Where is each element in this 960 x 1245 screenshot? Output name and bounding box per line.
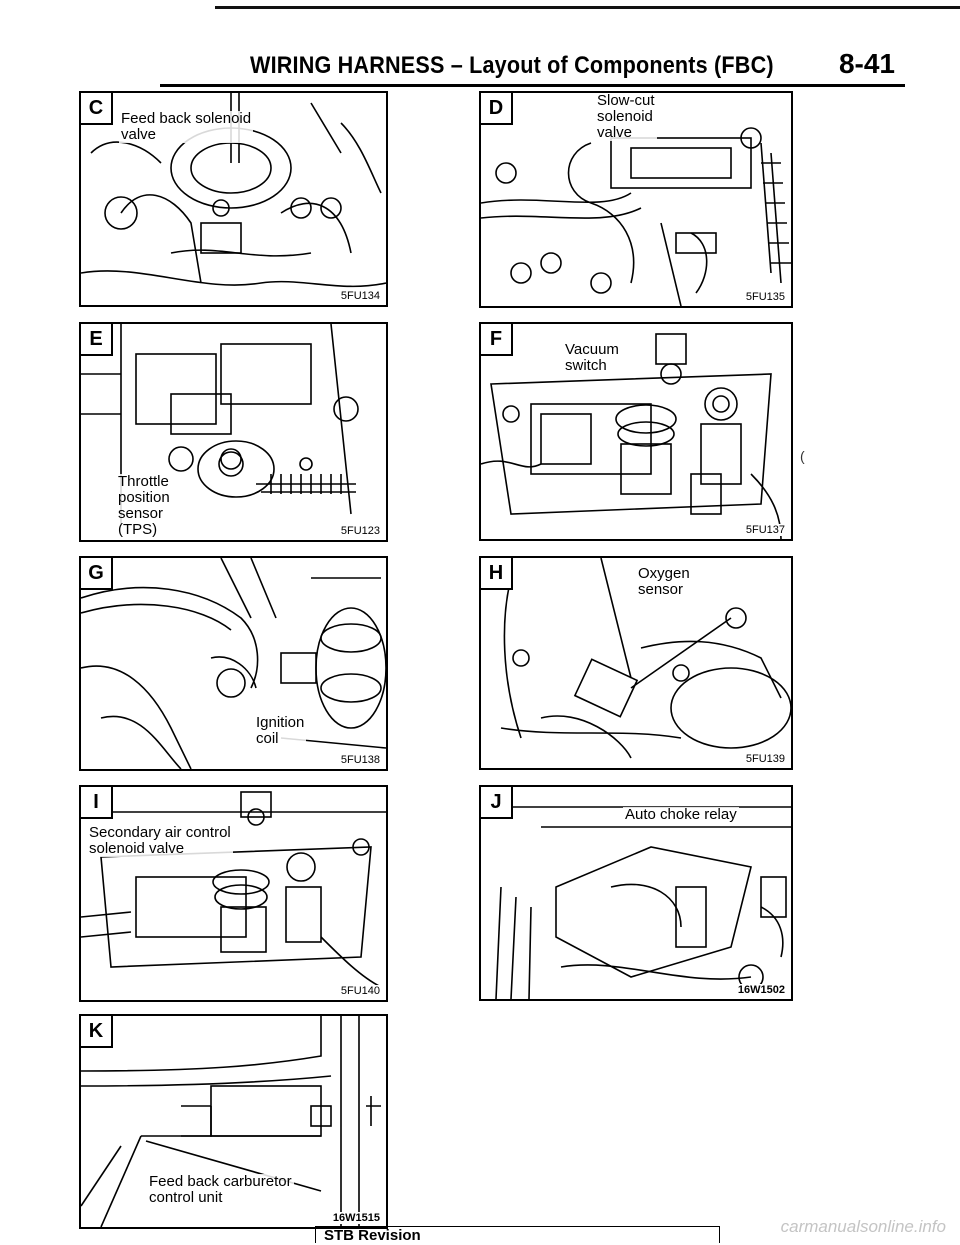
figure-code: 16W1502 <box>735 984 787 996</box>
page-header: WIRING HARNESS – Layout of Components (F… <box>160 48 905 87</box>
page-number: 8-41 <box>838 48 895 79</box>
figure-panel-e: E Throttle position sensor (TPS) 5FU123 <box>79 322 388 542</box>
footer-revision: STB Revision <box>315 1226 720 1244</box>
component-label: Vacuum switch <box>563 341 621 374</box>
page-title: WIRING HARNESS – Layout of Components (F… <box>250 52 774 79</box>
panel-letter: G <box>81 558 113 590</box>
figure-panel-k: K Feed back carburetor control unit 16W1… <box>79 1014 388 1229</box>
top-rule <box>215 6 960 9</box>
figure-code: 16W1515 <box>330 1212 382 1224</box>
panel-letter: J <box>481 787 513 819</box>
figure-code: 5FU134 <box>338 290 382 302</box>
component-label: Ignition coil <box>254 714 307 747</box>
figure-panel-j: J Auto choke relay 16W1502 <box>479 785 793 1001</box>
figure-code: 5FU138 <box>338 754 382 766</box>
component-label: Feed back solenoid valve <box>119 110 254 143</box>
figure-code: 5FU139 <box>743 753 787 765</box>
component-label: Auto choke relay <box>623 806 739 823</box>
figure-panel-h: H Oxygen sensor 5FU139 <box>479 556 793 770</box>
panel-letter: F <box>481 324 513 356</box>
secondary-air-valve-illustration <box>81 791 386 988</box>
component-label: Throttle position sensor (TPS) <box>116 473 172 538</box>
component-label: Secondary air control solenoid valve <box>87 824 233 857</box>
panel-letter: D <box>481 93 513 125</box>
panel-letter: C <box>81 93 113 125</box>
figure-panel-g: G Ignition coil 5FU138 <box>79 556 388 771</box>
figure-code: 5FU140 <box>338 985 382 997</box>
oxygen-sensor-illustration <box>500 558 791 759</box>
component-label: Slow-cut solenoid valve <box>595 92 657 141</box>
figure-panel-f: F Vacuum switch 5FU137 <box>479 322 793 541</box>
control-unit-illustration <box>81 1016 381 1227</box>
margin-mark: ( <box>800 448 805 464</box>
component-label: Oxygen sensor <box>636 565 692 598</box>
figure-code: 5FU123 <box>338 525 382 537</box>
panel-letter: H <box>481 558 513 590</box>
figure-panel-c: C Feed back solenoid valve 5FU134 <box>79 91 388 307</box>
panel-letter: I <box>81 787 113 819</box>
panel-letter: K <box>81 1016 113 1048</box>
figure-panel-i: I Secondary air control solenoid valve 5… <box>79 785 388 1002</box>
ignition-coil-illustration <box>81 558 386 769</box>
carburetor-illustration <box>81 93 386 288</box>
panel-letter: E <box>81 324 113 356</box>
component-label: Feed back carburetor control unit <box>147 1173 294 1206</box>
vacuum-switch-illustration <box>481 333 782 539</box>
figure-code: 5FU135 <box>743 291 787 303</box>
figure-panel-d: D Slow-cut solenoid valve 5FU135 <box>479 91 793 308</box>
slow-cut-valve-illustration <box>481 127 791 306</box>
watermark: carmanualsonline.info <box>780 1217 946 1236</box>
figure-code: 5FU137 <box>743 524 787 536</box>
